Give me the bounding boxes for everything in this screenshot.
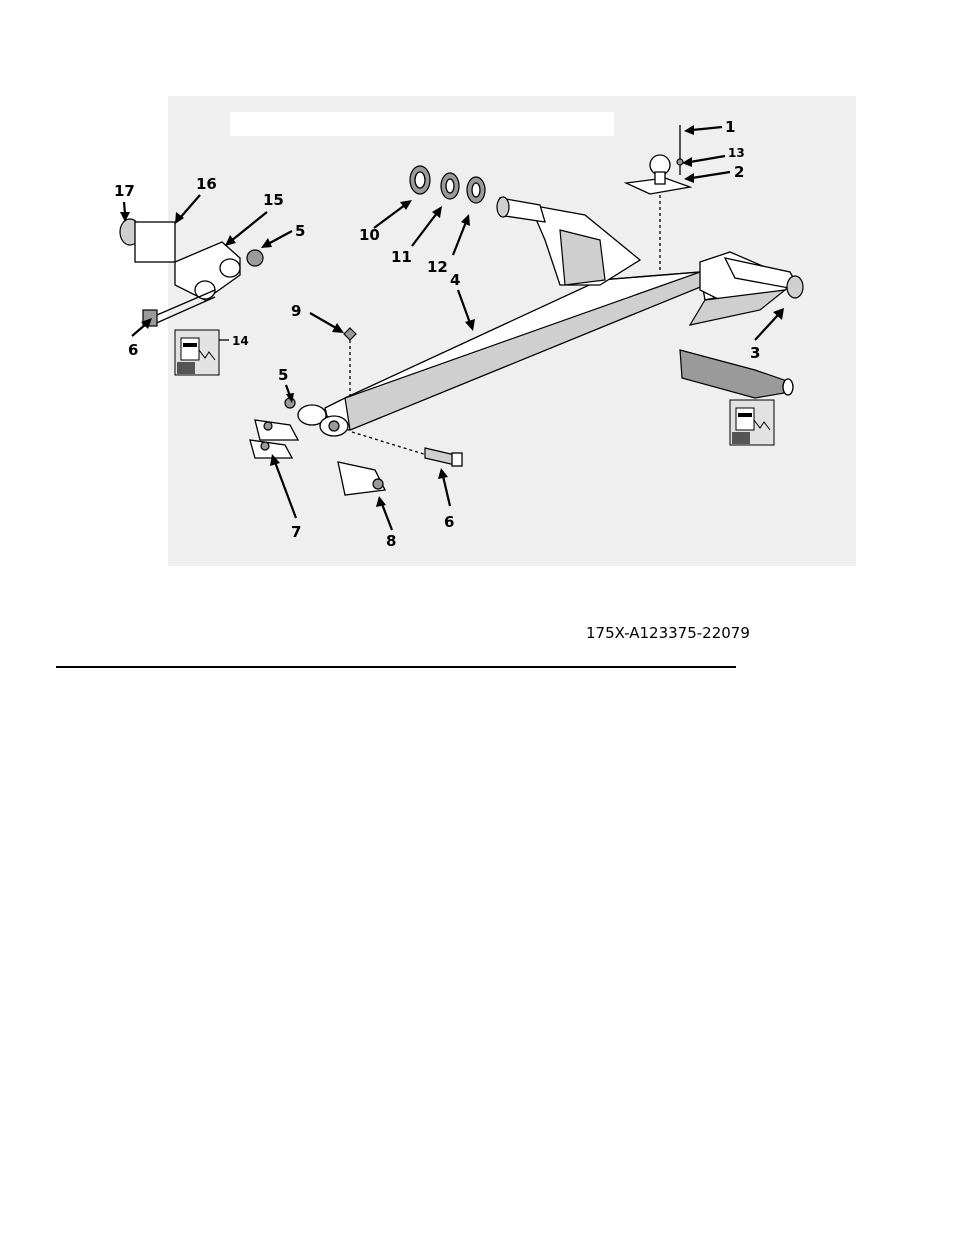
callout-11: 11 xyxy=(391,248,412,266)
callout-4: 4 xyxy=(450,271,460,289)
exploded-parts-diagram: 1 2 3 4 5 5 6 6 7 8 9 10 11 12 13 14 15 … xyxy=(114,96,856,566)
callout-13: 13 xyxy=(728,146,745,160)
leader-arrows xyxy=(120,125,784,531)
callout-9: 9 xyxy=(291,302,301,320)
callout-8: 8 xyxy=(386,532,396,550)
callout-2: 2 xyxy=(734,163,744,181)
callout-5: 5 xyxy=(278,366,288,384)
figure-id: 175X-A123375-22079 xyxy=(586,624,750,642)
hitch-ball-mount xyxy=(623,125,693,270)
callout-1: 1 xyxy=(725,118,735,136)
scan-background-patch xyxy=(230,112,614,136)
callout-10: 10 xyxy=(359,226,380,244)
welder-icon xyxy=(174,329,220,376)
callout-7: 7 xyxy=(291,523,301,541)
callout-3: 3 xyxy=(750,344,760,362)
callout-15: 15 xyxy=(263,191,284,209)
shackle-parts xyxy=(249,327,463,496)
callout-14: 14 xyxy=(232,334,249,348)
callout-5: 5 xyxy=(295,222,305,240)
tongue-frame xyxy=(297,204,797,437)
axle-spindle xyxy=(679,257,804,399)
welder-icon xyxy=(729,399,775,446)
front-spindle xyxy=(496,196,546,223)
callout-6: 6 xyxy=(444,513,454,531)
divider-rule xyxy=(56,666,736,668)
callout-6: 6 xyxy=(128,341,138,359)
callout-12: 12 xyxy=(427,258,448,276)
callout-17: 17 xyxy=(114,182,135,200)
nut-washer-set xyxy=(409,165,486,204)
callout-16: 16 xyxy=(196,175,217,193)
